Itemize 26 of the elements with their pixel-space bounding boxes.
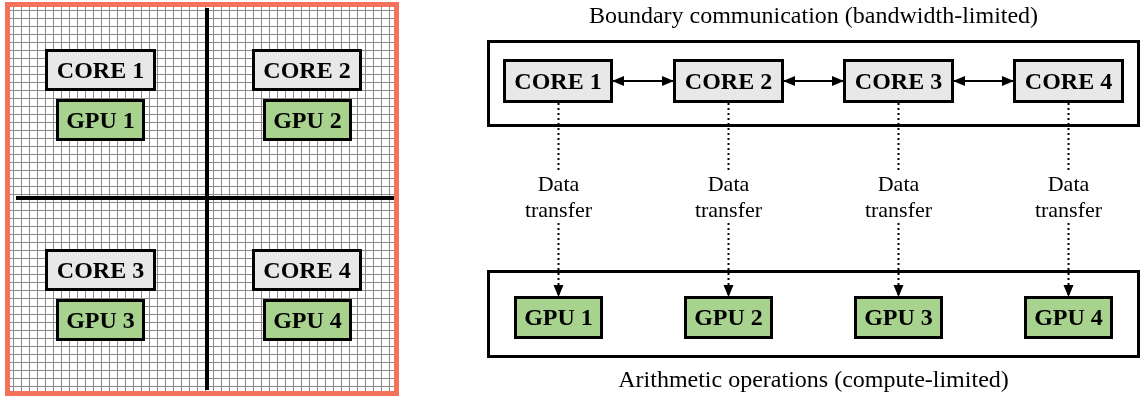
core-box: CORE 1	[503, 59, 613, 103]
core-box: CORE 3	[45, 249, 156, 291]
gpu-box: GPU 3	[56, 299, 145, 341]
dotted-arrow	[723, 102, 734, 297]
grid-panel	[5, 2, 399, 396]
dotted-arrow	[553, 102, 564, 297]
core-box: CORE 2	[252, 49, 362, 91]
dotted-arrow	[1063, 102, 1074, 297]
gpu-box: GPU 1	[514, 296, 603, 339]
group-heading: Boundary communication (bandwidth-limited)	[587, 2, 1040, 29]
core-box: CORE 3	[843, 59, 954, 103]
gpu-box: GPU 1	[56, 99, 145, 141]
gpu-box: GPU 4	[1024, 296, 1113, 339]
gpu-box: GPU 4	[263, 299, 352, 341]
group-heading: Arithmetic operations (compute-limited)	[617, 366, 1010, 393]
double-arrow	[612, 76, 674, 86]
gpu-box: GPU 2	[684, 296, 773, 339]
double-arrow	[953, 76, 1014, 86]
double-arrow	[783, 76, 844, 86]
gpu-box: GPU 2	[263, 99, 352, 141]
core-box: CORE 4	[1013, 59, 1124, 103]
core-box: CORE 4	[252, 249, 362, 291]
gpu-box: GPU 3	[854, 296, 943, 339]
core-box: CORE 1	[45, 49, 156, 91]
core-box: CORE 2	[673, 59, 784, 103]
dotted-arrow	[893, 102, 904, 297]
